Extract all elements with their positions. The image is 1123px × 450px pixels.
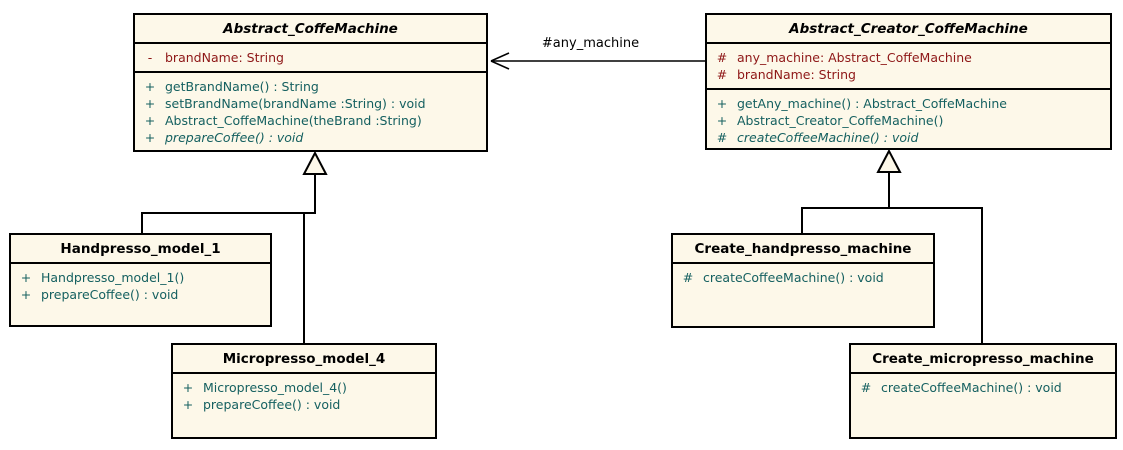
visibility-symbol: + [144,96,156,111]
hollow-triangle-icon [302,150,328,175]
method-row-abstract: # createCoffeeMachine() : void [707,129,1106,146]
visibility-symbol: + [716,113,728,128]
class-title: Abstract_Creator_CoffeMachine [707,15,1110,44]
attribute-row: # brandName: String [707,66,1106,83]
method-row: + getBrandName() : String [135,78,482,95]
method-text: createCoffeeMachine() : void [737,130,919,145]
generalization-left [141,150,328,344]
method-row: # createCoffeeMachine() : void [851,379,1111,396]
visibility-symbol: # [860,380,872,395]
class-handpresso-model-1[interactable]: Handpresso_model_1 + Handpresso_model_1(… [9,233,272,327]
visibility-symbol: - [147,50,153,65]
class-title: Handpresso_model_1 [11,235,270,264]
method-text: setBrandName(brandName :String) : void [165,96,426,111]
method-text: Abstract_CoffeMachine(theBrand :String) [165,113,422,128]
method-text: getAny_machine() : Abstract_CoffeMachine [737,96,1008,111]
class-create-micropresso-machine[interactable]: Create_micropresso_machine # createCoffe… [849,343,1117,439]
methods-compartment: + Micropresso_model_4() + prepareCoffee(… [173,374,435,418]
attributes-compartment: # any_machine: Abstract_CoffeMachine # b… [707,44,1110,90]
attributes-compartment: - brandName: String [135,44,486,73]
attribute-text: any_machine: Abstract_CoffeMachine [737,50,972,65]
attribute-text: brandName: String [165,50,284,65]
method-text: Handpresso_model_1() [41,270,185,285]
attribute-row: - brandName: String [135,49,482,66]
method-row: + Micropresso_model_4() [173,379,431,396]
visibility-symbol: + [20,270,32,285]
method-text: getBrandName() : String [165,79,319,94]
generalization-right [801,148,983,344]
method-text: createCoffeeMachine() : void [703,270,884,285]
class-abstract-creator-coffemachine[interactable]: Abstract_Creator_CoffeMachine # any_mach… [705,13,1112,150]
class-title: Micropresso_model_4 [173,345,435,374]
visibility-symbol: + [144,79,156,94]
visibility-symbol: + [182,380,194,395]
open-arrowhead-icon [490,52,510,70]
method-text: Abstract_Creator_CoffeMachine() [737,113,944,128]
visibility-symbol: # [682,270,694,285]
method-row: # createCoffeeMachine() : void [673,269,929,286]
visibility-symbol: # [716,67,728,82]
class-title: Create_handpresso_machine [673,235,933,264]
visibility-symbol: + [20,287,32,302]
class-title: Create_micropresso_machine [851,345,1115,374]
methods-compartment: # createCoffeeMachine() : void [673,264,933,291]
hollow-triangle-icon [876,148,902,173]
method-row: + prepareCoffee() : void [11,286,266,303]
method-row: + Handpresso_model_1() [11,269,266,286]
association-any-machine [490,52,705,70]
methods-compartment: + getBrandName() : String + setBrandName… [135,73,486,151]
method-row: + Abstract_CoffeMachine(theBrand :String… [135,112,482,129]
visibility-symbol: + [182,397,194,412]
method-row-abstract: + prepareCoffee() : void [135,129,482,146]
attribute-row: # any_machine: Abstract_CoffeMachine [707,49,1106,66]
class-create-handpresso-machine[interactable]: Create_handpresso_machine # createCoffee… [671,233,935,328]
class-micropresso-model-4[interactable]: Micropresso_model_4 + Micropresso_model_… [171,343,437,439]
class-title: Abstract_CoffeMachine [135,15,486,44]
method-row: + prepareCoffee() : void [173,396,431,413]
method-row: + getAny_machine() : Abstract_CoffeMachi… [707,95,1106,112]
method-text: Micropresso_model_4() [203,380,347,395]
method-text: prepareCoffee() : void [165,130,304,145]
method-text: createCoffeeMachine() : void [881,380,1062,395]
methods-compartment: + Handpresso_model_1() + prepareCoffee()… [11,264,270,308]
visibility-symbol: + [144,130,156,145]
methods-compartment: # createCoffeeMachine() : void [851,374,1115,401]
visibility-symbol: # [716,50,728,65]
method-text: prepareCoffee() : void [203,397,341,412]
method-row: + setBrandName(brandName :String) : void [135,95,482,112]
association-label: #any_machine [541,36,640,51]
method-row: + Abstract_Creator_CoffeMachine() [707,112,1106,129]
visibility-symbol: # [716,130,728,145]
visibility-symbol: + [716,96,728,111]
attribute-text: brandName: String [737,67,856,82]
methods-compartment: + getAny_machine() : Abstract_CoffeMachi… [707,90,1110,151]
visibility-symbol: + [144,113,156,128]
class-abstract-coffemachine[interactable]: Abstract_CoffeMachine - brandName: Strin… [133,13,488,152]
method-text: prepareCoffee() : void [41,287,179,302]
